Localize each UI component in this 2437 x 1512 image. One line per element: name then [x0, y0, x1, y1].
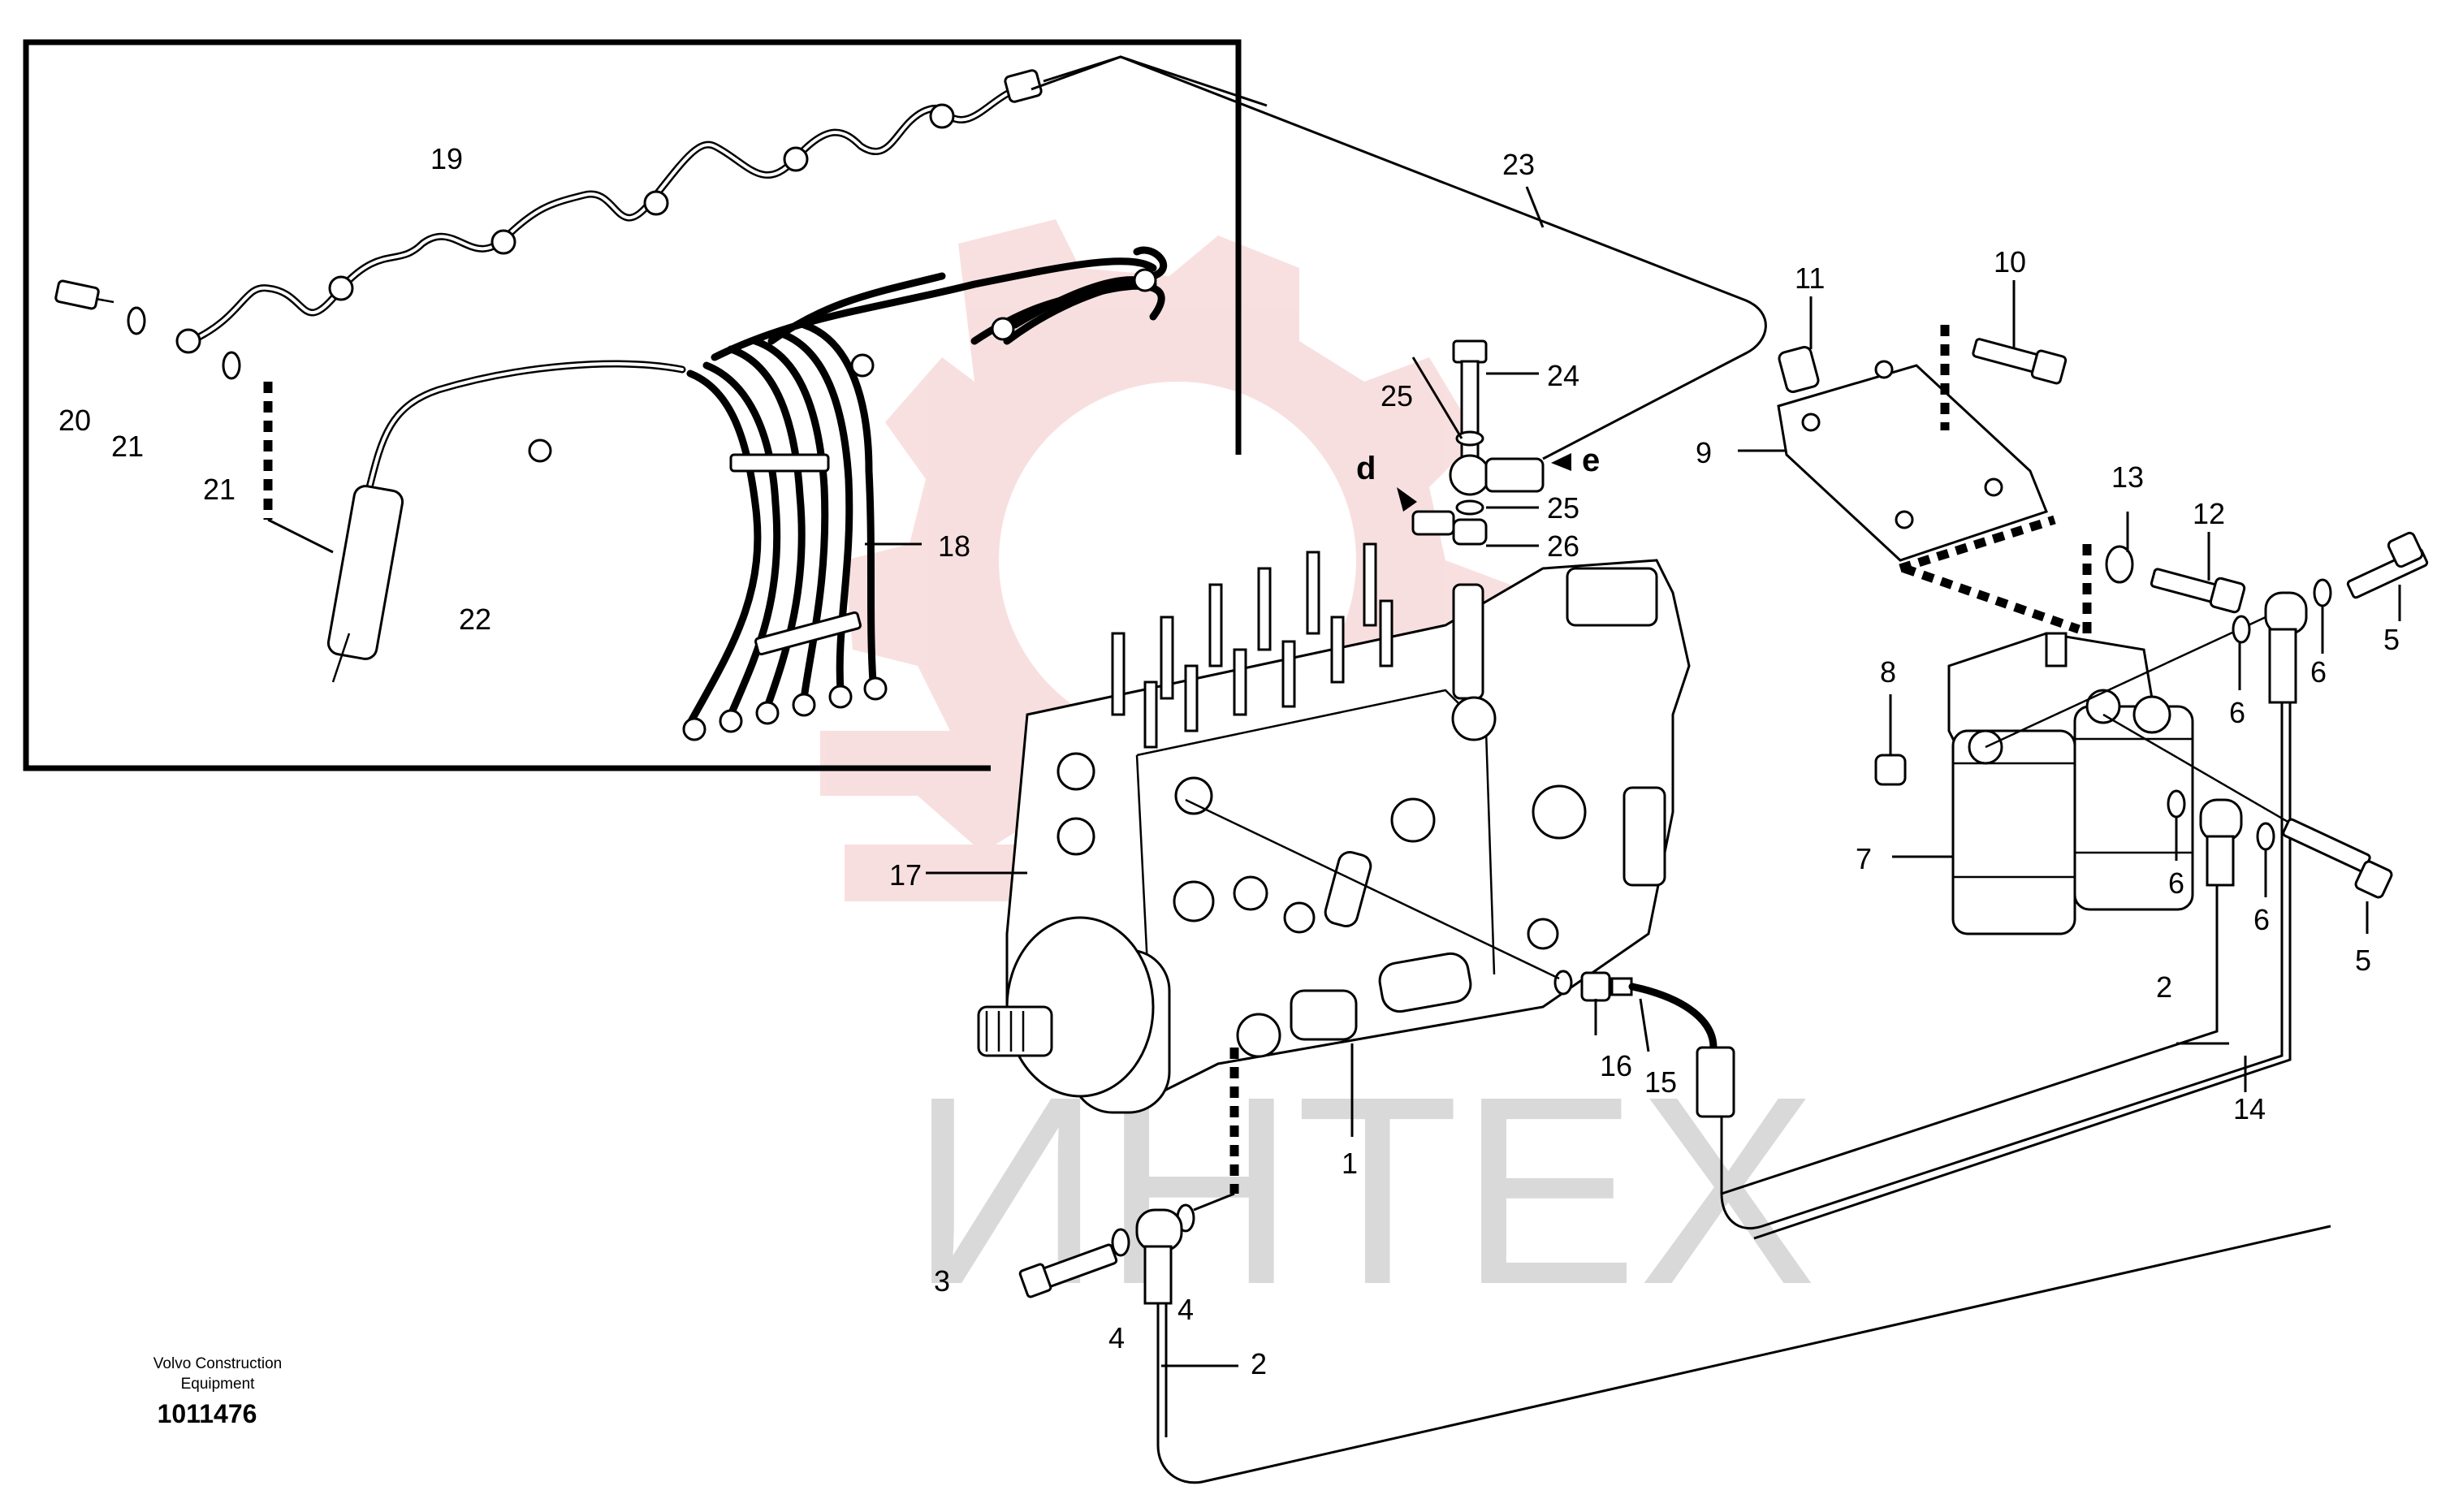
washer-16 — [1553, 970, 1573, 996]
callout-d: d — [1356, 451, 1376, 486]
callout-25a: 25 — [1381, 379, 1413, 413]
spacer-11 — [1778, 345, 1820, 394]
union-15 — [1580, 971, 1633, 1002]
arrow-e — [1551, 453, 1571, 471]
callout-16: 16 — [1600, 1049, 1632, 1082]
fuel-pipe-2-upper — [1721, 881, 2219, 1195]
fuel-filter-7 — [1947, 632, 2194, 935]
callout-17: 17 — [889, 858, 922, 892]
bolt-5-upper — [2346, 531, 2429, 599]
callout-11: 11 — [1795, 261, 1825, 295]
bolt-10 — [1972, 338, 2068, 385]
callout-26: 26 — [1547, 529, 1579, 563]
callout-10: 10 — [1994, 245, 2026, 279]
injector-22 — [326, 360, 686, 683]
callout-e: e — [1582, 443, 1600, 478]
callout-22: 22 — [459, 603, 491, 636]
banjo-fitting-upper — [2264, 591, 2308, 704]
company-name-line2: Equipment — [181, 1376, 256, 1393]
banjo-fitting-lower — [1135, 1208, 1183, 1305]
callout-25b: 25 — [1547, 491, 1579, 525]
callout-24: 24 — [1547, 359, 1579, 392]
callout-7: 7 — [1856, 842, 1872, 875]
callout-6d: 6 — [2253, 903, 2270, 936]
callout-21b: 21 — [203, 473, 235, 506]
callout-2-lower: 2 — [1251, 1347, 1267, 1380]
bolt-5-lower — [2282, 818, 2393, 899]
callout-5-lower: 5 — [2355, 944, 2371, 977]
plug-8 — [1874, 754, 1907, 786]
leak-off-pipe-19 — [175, 55, 1268, 354]
injection-pump-17 — [977, 542, 1691, 1114]
callout-19: 19 — [430, 142, 463, 175]
company-name-line1: Volvo Construction — [153, 1355, 282, 1372]
callout-3: 3 — [934, 1264, 950, 1298]
callout-13: 13 — [2111, 460, 2144, 494]
washer-21b — [222, 351, 241, 380]
callout-14: 14 — [2233, 1092, 2266, 1125]
callout-8: 8 — [1880, 655, 1896, 689]
overflow-valve-24 — [1411, 339, 1545, 546]
washer-6b — [2313, 578, 2332, 607]
injection-lines-inset-frame — [23, 39, 1242, 771]
callout-labels: 1 2 2 3 4 4 5 5 6 6 6 6 7 8 9 10 11 12 1… — [58, 142, 2400, 1380]
callout-5-upper: 5 — [2383, 623, 2400, 656]
arrow-d — [1397, 487, 1417, 512]
injection-pipes-18 — [528, 246, 1168, 741]
figure-number: 1011476 — [158, 1399, 257, 1428]
callout-6c: 6 — [2168, 866, 2184, 900]
washer-21a — [127, 306, 146, 335]
washer-6c — [2167, 789, 2186, 819]
washer-6a — [2232, 615, 2251, 644]
callout-21a: 21 — [111, 430, 144, 463]
callout-12: 12 — [2193, 497, 2225, 530]
footer-block: Volvo Construction Equipment 1011476 — [153, 1355, 282, 1428]
return-line-23 — [1031, 55, 1767, 460]
banjo-bolt-20 — [54, 279, 115, 310]
callout-15: 15 — [1644, 1065, 1677, 1099]
bracket-9 — [1777, 360, 2048, 562]
callout-2-upper: 2 — [2156, 970, 2172, 1004]
callout-9: 9 — [1696, 436, 1712, 469]
callout-23: 23 — [1502, 148, 1535, 181]
callout-18: 18 — [938, 529, 970, 563]
callout-6a: 6 — [2229, 696, 2245, 729]
callout-4b: 4 — [1177, 1293, 1194, 1326]
callout-4a: 4 — [1108, 1321, 1125, 1354]
washer-13 — [2105, 545, 2134, 584]
washer-6d — [2256, 822, 2275, 851]
callout-20: 20 — [58, 404, 91, 437]
callout-6b: 6 — [2310, 655, 2327, 689]
banjo-fitting-lower-right — [2199, 798, 2243, 887]
callout-1: 1 — [1342, 1147, 1358, 1180]
hose-end-lower — [1628, 983, 1735, 1118]
banjo-bolt-3 — [1018, 1243, 1118, 1298]
fuel-inlet-fitting-1 — [1236, 989, 1358, 1058]
bolt-12 — [2150, 568, 2246, 614]
washer-4a — [1111, 1228, 1130, 1257]
